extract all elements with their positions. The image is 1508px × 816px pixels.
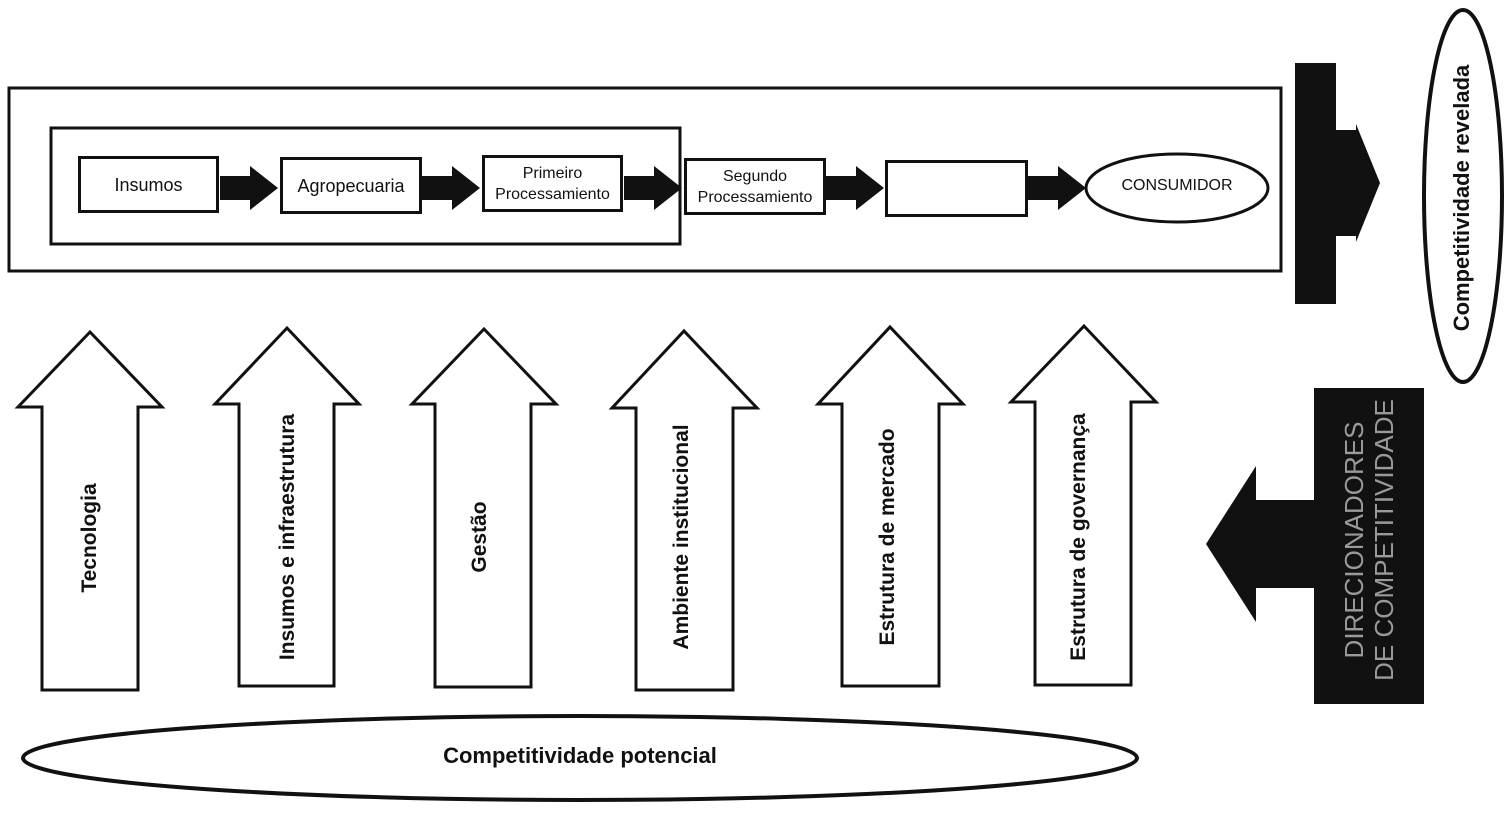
revealed-ellipse [1422, 8, 1504, 384]
inner-chain-frame [49, 126, 682, 246]
revealed-arrow-bar [1295, 63, 1380, 304]
pillar-arrow-4 [608, 328, 761, 692]
drivers-label-line2: DE COMPETITIVIDADE [1369, 399, 1399, 681]
pillar-label-gestao: Gestão [468, 501, 491, 573]
step-insumos: Insumos [78, 156, 219, 213]
pillar-label-ambiente-institucional: Ambiente institucional [670, 424, 693, 650]
drivers-box [1314, 388, 1424, 704]
drivers-label: DIRECIONADORES DE COMPETITIVIDADE [1339, 399, 1399, 681]
pillar-label-tecnologia: Tecnologia [78, 483, 101, 593]
potential-label: Competitividade potencial [443, 743, 717, 768]
pillar-arrow-5 [814, 324, 967, 688]
consumer-label: CONSUMIDOR [1121, 177, 1233, 194]
pillar-arrow-2 [211, 325, 363, 688]
step-distribucao [885, 160, 1028, 217]
pillar-label-estrutura-governanca: Estrutura de governança [1067, 413, 1090, 661]
pillar-label-estrutura-mercado: Estrutura de mercado [876, 428, 899, 646]
drivers-label-line1: DIRECIONADORES [1339, 421, 1369, 659]
chain-arrow-4 [826, 166, 884, 210]
pillar-arrow-6 [1007, 323, 1160, 687]
step-segundo-line1: Segundo [722, 167, 788, 185]
drivers-arrow [1206, 466, 1316, 622]
step-agropecuaria-label: Agropecuaria [297, 175, 405, 196]
outer-chain-frame [7, 86, 1283, 273]
step-segundo-processamento: Segundo Processamiento [684, 158, 826, 215]
step-primeiro-line2: Processamiento [495, 185, 610, 203]
chain-arrow-3 [624, 166, 682, 210]
step-insumos-label: Insumos [114, 174, 183, 195]
chain-arrow-2 [422, 166, 480, 210]
step-primeiro-line1: Primeiro [522, 164, 583, 182]
revealed-label: Competitividade revelada [1449, 64, 1474, 332]
step-primeiro-processamento: Primeiro Processamiento [482, 155, 623, 212]
pillar-arrow-1 [14, 329, 166, 692]
consumer-ellipse [1084, 152, 1270, 224]
chain-arrow-1 [220, 166, 278, 210]
potential-ellipse [21, 714, 1139, 802]
step-segundo-line2: Processamiento [697, 188, 813, 206]
pillar-label-insumos-infraestrutura: Insumos e infraestrutura [276, 413, 299, 661]
pillar-arrow-3 [408, 326, 560, 689]
step-agropecuaria: Agropecuaria [280, 157, 422, 214]
chain-arrow-5 [1028, 166, 1086, 210]
